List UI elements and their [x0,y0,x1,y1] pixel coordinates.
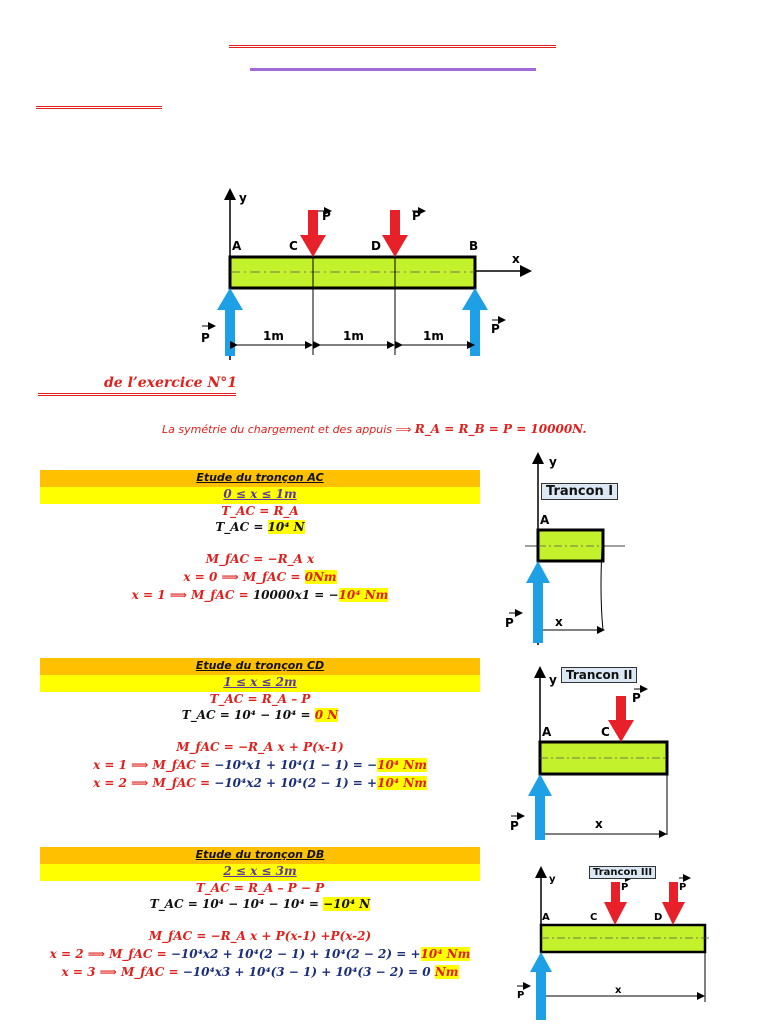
section-db-range-box [40,864,480,881]
section-cd-m-def: M_fAC = −R_A x + P(x-1) [176,740,344,754]
section-cd-t-value: T_AC = 10⁴ − 10⁴ = 0 N [181,708,339,722]
section-db-m-line-1: x = 2 ⟹ M_fAC = −10⁴x2 + 10⁴(2 − 1) + 10… [49,947,471,961]
load-arrow-c [608,696,634,742]
solution-heading: de l’exercice N°1 [104,375,237,391]
symmetry-text: La symétrie du chargement et des appuis … [162,423,412,436]
section-ac-range-box [40,487,480,504]
section-ac-t-value: T_AC = 10⁴ N [215,520,305,534]
label-p-c: P [621,882,628,893]
load-arrow-c [604,882,627,925]
section-cd-range-box [40,675,480,692]
label-p-b: P [491,322,500,336]
label-x: x [555,615,563,629]
trancon-iii-diagram: y A C D P P x P [517,866,710,1020]
section-ac-m-line-1: x = 0 ⟹ M_fAC = 0Nm [183,570,337,584]
section-ac-t-def: T_AC = R_A [221,504,299,518]
label-a: A [540,513,550,527]
section-ac-title-box [40,470,480,487]
section-cd-t-def: T_AC = R_A – P [209,692,311,706]
span-label-ac: 1m [263,329,284,343]
section-cd-title-box [40,658,480,675]
section-ac-range: 0 ≤ x ≤ 1m [223,487,297,501]
section-ac-t-result: 10⁴ N [267,520,305,534]
label-c: C [601,725,610,739]
symmetry-statement: La symétrie du chargement et des appuis … [162,422,602,436]
trancon-i-tag: Trancon I [541,483,619,500]
section-db-t-def: T_AC = R_A – P − P [195,881,325,895]
label-p: P [505,616,514,630]
label-p-d: P [679,882,686,893]
span-label-db: 1m [423,329,444,343]
label-d: D [654,912,662,923]
load-arrow-d [662,882,685,925]
section-db-title: Etude du tronçon DB [195,848,325,861]
beam [228,255,477,290]
section-cd-range: 1 ≤ x ≤ 2m [223,675,297,689]
label-a: A [232,239,242,253]
label-p-c: P [322,209,331,223]
reaction-arrow-a [217,288,243,356]
section-db-title-box [40,847,480,864]
label-x: x [595,817,603,831]
section-db-range: 2 ≤ x ≤ 3m [223,864,297,878]
beam-segment [539,923,707,954]
section-cd-title: Etude du tronçon CD [195,659,325,672]
reaction-arrow-a [530,952,552,1020]
reaction-arrow-a [528,774,552,840]
label-a: A [542,912,550,923]
label-p-a: P [201,331,210,345]
trancon-iii-tag: Trancon III [589,866,657,879]
trancon-ii-tag: Trancon II [561,667,638,683]
section-cd-m-line-1: x = 1 ⟹ M_fAC = −10⁴x1 + 10⁴(1 − 1) = −1… [93,758,427,772]
label-d: D [371,239,381,253]
beam-segment [536,528,605,563]
label-x: x [615,985,622,996]
reaction-arrow-a [526,561,550,643]
section-cd-t-result: 0 N [314,708,339,722]
span-label-cd: 1m [343,329,364,343]
load-arrow-c [300,210,326,257]
label-y: y [549,874,556,885]
load-arrow-d [382,210,408,257]
label-y: y [549,673,557,687]
label-c: C [590,912,597,923]
section-ac-title: Etude du tronçon AC [196,471,324,484]
section-db-m-def: M_fAC = −R_A x + P(x-1) +P(x-2) [148,929,372,943]
section-db-t-result: −10⁴ N [323,897,371,911]
trancon-ii-diagram: y A C P x P [510,666,669,840]
section-rule-red [36,106,162,109]
label-x: x [512,252,520,266]
section-cd-m-line-2: x = 2 ⟹ M_fAC = −10⁴x2 + 10⁴(2 − 1) = +1… [93,776,427,790]
trancon-i-diagram: y A x P [505,452,625,645]
section-ac-m-line-2: x = 1 ⟹ M_fAC = 10000x1 = −10⁴ Nm [131,588,389,602]
label-p: P [510,819,519,833]
subtitle-rule-purple [250,68,536,71]
label-p: P [517,990,524,1001]
reaction-arrow-b [462,288,488,356]
section-db-m-line-2: x = 3 ⟹ M_fAC = −10⁴x3 + 10⁴(3 − 1) + 10… [61,965,459,979]
label-y: y [549,455,557,469]
section-ac-m-def: M_fAC = −R_A x [205,552,315,566]
main-beam-diagram: y x A C D B P P P P 1m 1m 1m [201,188,532,360]
symmetry-formula: R_A = R_B = P = 10000N. [414,422,587,436]
section-db-t-value: T_AC = 10⁴ − 10⁴ − 10⁴ = −10⁴ N [149,897,371,911]
label-a: A [542,725,552,739]
label-c: C [289,239,298,253]
solution-heading-rule [38,393,236,396]
label-p-c: P [632,691,641,705]
label-p-d: P [412,209,421,223]
title-rule-red [229,45,556,48]
label-y: y [239,191,247,205]
label-b: B [469,239,478,253]
